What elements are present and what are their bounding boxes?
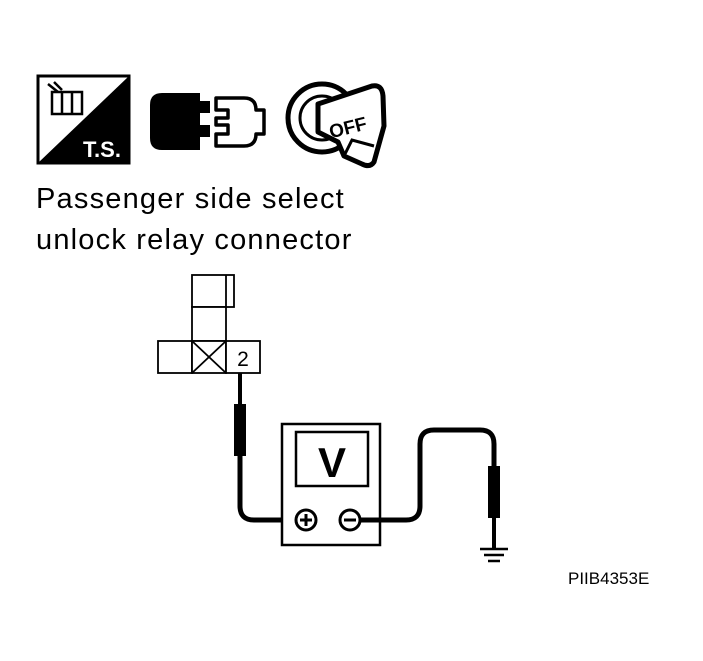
ts-label: T.S. [83,137,121,162]
positive-probe-lead [234,373,296,523]
title-line-2: unlock relay connector [36,224,353,256]
voltmeter-label: V [318,439,346,486]
trouble-shooting-icon: T.S. [36,74,131,165]
relay-connector [157,274,261,374]
terminal-number: 2 [237,348,249,371]
figure-code: PIIB4353E [568,569,650,588]
connector-disconnect-icon [150,93,266,150]
voltmeter: V [280,422,382,547]
positive-terminal-icon [294,508,318,532]
negative-terminal-icon [338,508,362,532]
ignition-key-icon: OFF [285,81,387,169]
ground-icon [480,547,508,563]
negative-probe-lead [360,427,500,548]
title-line-1: Passenger side select [36,183,345,215]
